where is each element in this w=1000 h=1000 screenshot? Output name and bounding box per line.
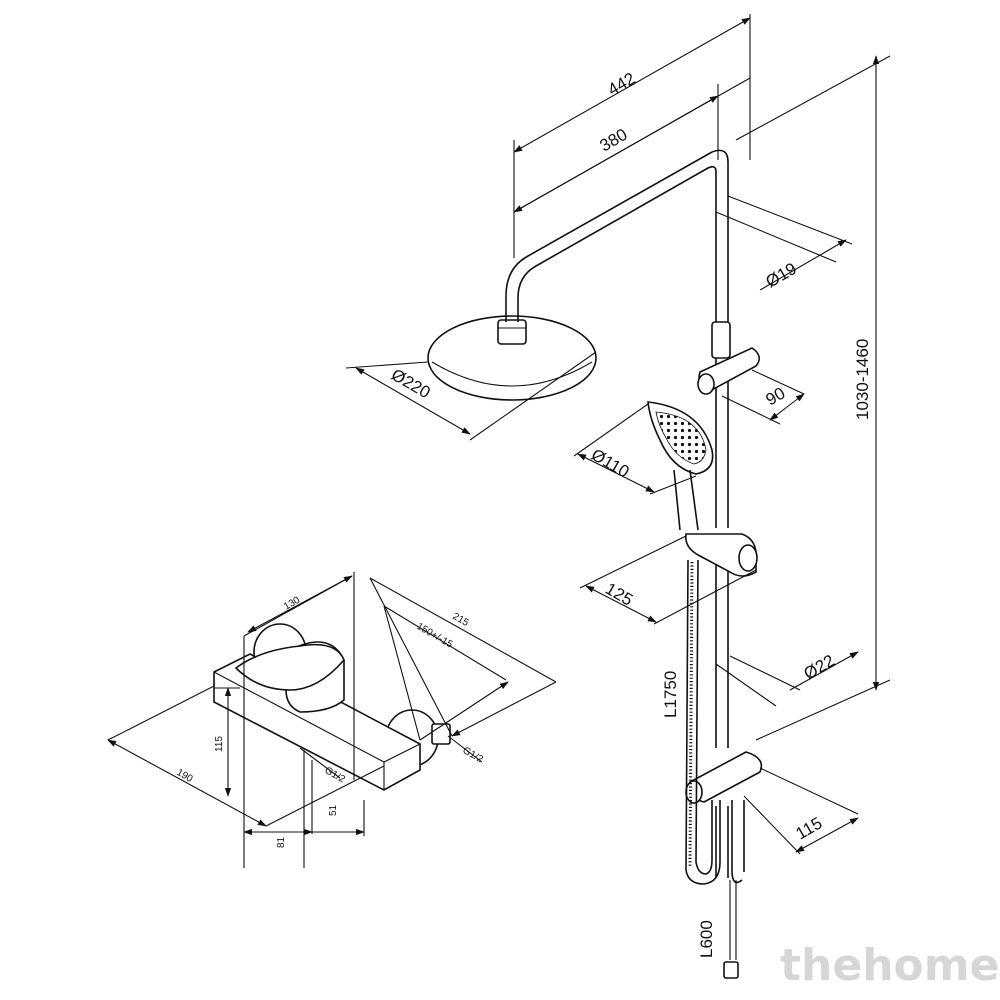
watermark: thehome [780, 940, 999, 991]
dim-51: 51 [328, 804, 339, 816]
hand-shower [647, 401, 714, 531]
thread-g12-right: G1/2 [461, 745, 486, 766]
dim-215: 215 [451, 611, 471, 629]
dim-1030-1460: 1030-1460 [853, 339, 872, 420]
shower-hose [685, 559, 745, 979]
rain-shower-head [427, 315, 597, 401]
dim-110: Ø110 [588, 445, 632, 482]
riser-rail [684, 321, 763, 878]
dim-600: L600 [697, 920, 716, 958]
shower-arm [505, 149, 729, 322]
dim-19: Ø19 [763, 259, 800, 292]
dim-442: 442 [605, 69, 639, 100]
dim-150: 150+/-15 [415, 621, 455, 651]
dim-190: 190 [175, 767, 195, 785]
dim-130: 130 [282, 595, 302, 613]
dim-22: Ø22 [801, 651, 838, 684]
dimension-lines [107, 14, 891, 868]
dim-1750: L1750 [661, 671, 680, 718]
dim-115-mixer: 115 [214, 736, 225, 752]
dim-90: 90 [763, 384, 789, 410]
dim-125: 125 [602, 579, 636, 610]
bath-mixer [213, 623, 451, 791]
dim-81: 81 [276, 836, 287, 848]
dim-380: 380 [597, 125, 631, 156]
dimension-labels: 442 380 Ø19 1030-1460 Ø220 90 Ø110 125 Ø… [175, 69, 873, 958]
dim-220: Ø220 [388, 365, 434, 402]
